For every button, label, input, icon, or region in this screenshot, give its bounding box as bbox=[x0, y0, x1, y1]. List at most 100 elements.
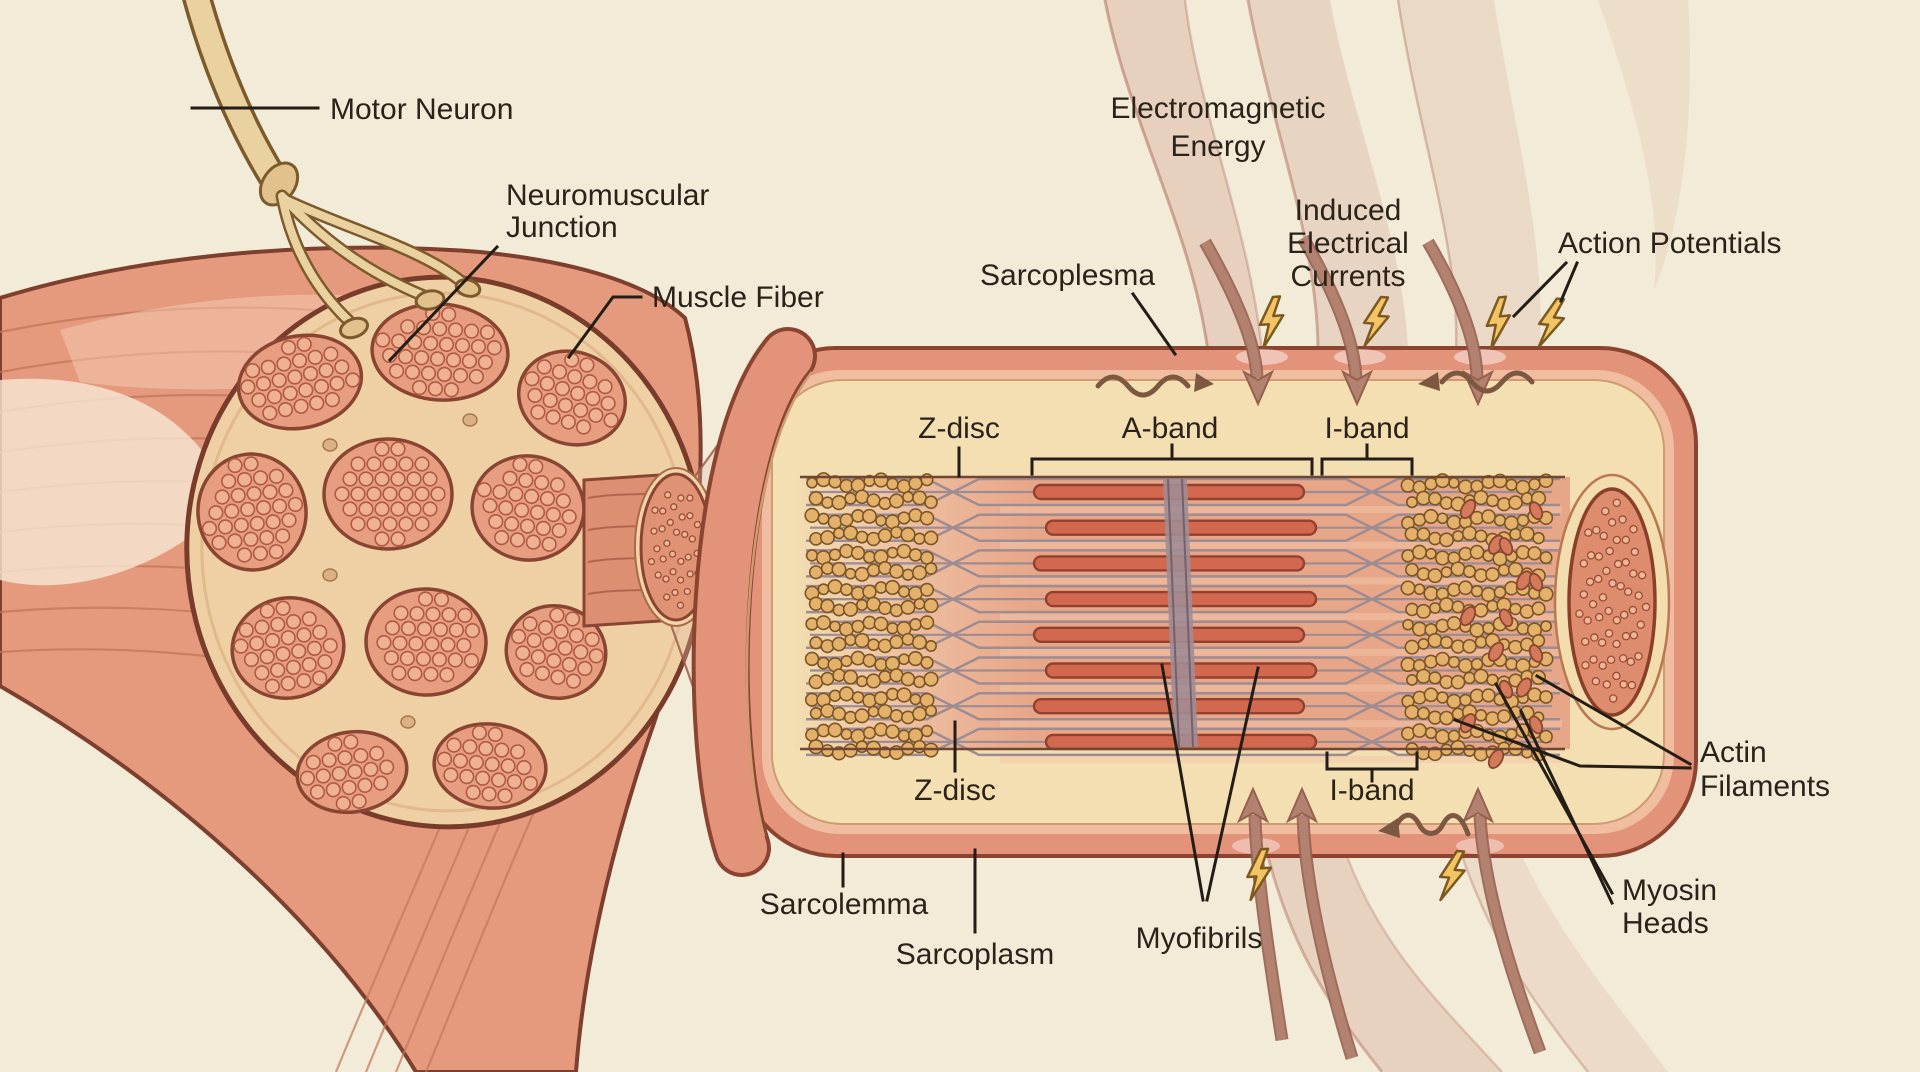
bead-chain-bead bbox=[911, 634, 928, 650]
muscle-fiber-dot bbox=[227, 457, 243, 474]
bead-chain-bead bbox=[1486, 599, 1499, 613]
muscle-fiber-dot bbox=[313, 379, 330, 395]
muscle-fiber-dot bbox=[264, 632, 281, 649]
muscle-fiber-dot bbox=[358, 471, 374, 487]
cap-dot bbox=[677, 557, 685, 566]
bead-chain-bead bbox=[1440, 566, 1453, 578]
bead-chain-bead bbox=[900, 526, 916, 543]
cap-dot bbox=[1606, 655, 1616, 664]
cap-dot bbox=[686, 512, 694, 520]
cap-dot bbox=[1607, 518, 1617, 527]
muscle-fiber-dot bbox=[534, 665, 551, 681]
bead-chain-bead bbox=[843, 710, 858, 725]
m-line bbox=[1181, 478, 1194, 748]
i-band-bottom-bracket bbox=[1325, 751, 1419, 783]
muscle-fiber-dot bbox=[268, 468, 284, 484]
muscle-fiber-dot bbox=[414, 486, 430, 502]
muscle-fiber-dot bbox=[293, 398, 309, 414]
muscle-fiber-dot bbox=[327, 736, 343, 752]
energy-stream bbox=[1268, 856, 1502, 1072]
bead-chain-bead bbox=[920, 656, 934, 670]
myosin-heads-pointer-line bbox=[1493, 681, 1615, 896]
muscle-fiber-dot bbox=[301, 656, 317, 673]
muscle-fiber-dot bbox=[438, 336, 455, 353]
bead-chain-bead bbox=[844, 633, 857, 647]
muscle-fiber-dot bbox=[468, 368, 484, 385]
muscle-fiber-dot bbox=[342, 471, 358, 487]
nerve-branch bbox=[282, 196, 466, 286]
muscle-fiber-dot bbox=[408, 636, 424, 652]
cap-dot bbox=[1602, 680, 1612, 689]
muscle-fiber-dot bbox=[262, 405, 278, 421]
muscle-fiber-dot bbox=[374, 471, 390, 487]
myosin-head-droplets bbox=[1459, 498, 1544, 769]
bead-chain-bead bbox=[1446, 582, 1462, 597]
up-arrow bbox=[1250, 814, 1287, 1041]
muscle-fiber-dot bbox=[285, 614, 302, 630]
muscle-fiber-dot bbox=[427, 381, 444, 397]
muscle-fiber-dot bbox=[510, 744, 526, 760]
myosin-head-droplet bbox=[1459, 498, 1477, 520]
muscle-fiber-dot bbox=[397, 349, 414, 365]
bead-chain-bead bbox=[856, 675, 868, 688]
muscle-fiber-dot bbox=[379, 759, 395, 775]
down-arrow bbox=[1299, 235, 1361, 381]
bead-chain-bead bbox=[877, 528, 893, 543]
bead-chain-bead bbox=[844, 492, 857, 505]
bead-chain-bead bbox=[1509, 602, 1522, 616]
muscle-fiber-dot bbox=[238, 622, 254, 638]
wavy-arrowhead bbox=[1194, 373, 1214, 392]
bead-chain-bead bbox=[902, 491, 914, 503]
cap-dot bbox=[1627, 680, 1637, 690]
cap-dot bbox=[1584, 528, 1593, 537]
muscle-fiber-dot bbox=[422, 501, 438, 517]
bead-chain-bead bbox=[805, 549, 819, 562]
cap-dot bbox=[663, 539, 671, 548]
muscle-fiber-dot bbox=[476, 482, 492, 498]
muscle-fiber-dot bbox=[208, 505, 224, 521]
cap-dot bbox=[668, 550, 677, 558]
muscle-fiber-dot bbox=[529, 504, 546, 520]
bead-chain-bead bbox=[1462, 638, 1477, 654]
fiber-endcap-dots bbox=[1575, 498, 1651, 703]
cap-dot bbox=[1594, 552, 1604, 561]
synaptic-bouton bbox=[338, 316, 370, 340]
muscle-fiber-dot bbox=[498, 500, 514, 516]
muscle-fiber-dot bbox=[461, 353, 478, 369]
muscle-fiber-dot bbox=[535, 520, 551, 536]
bead-chain-bead bbox=[919, 615, 935, 630]
muscle-fiber-dot bbox=[287, 369, 303, 385]
cap-dot bbox=[1583, 616, 1592, 625]
muscle-fiber-dot bbox=[306, 640, 323, 657]
bead-chain-bead bbox=[1531, 601, 1546, 616]
muscle-fiber-dot bbox=[252, 545, 268, 561]
muscle-fiber-dot bbox=[463, 323, 480, 339]
muscle-fiber-dot bbox=[448, 622, 465, 638]
bead-chain-bead bbox=[1446, 693, 1462, 709]
muscle-fiber-dot bbox=[492, 484, 508, 500]
energy-stream-edge bbox=[1103, 0, 1210, 353]
muscle-fiber-dot bbox=[447, 322, 464, 338]
muscle-fiber-dot bbox=[525, 534, 541, 550]
bead-chain-bead bbox=[862, 726, 877, 740]
bead-chain-bead bbox=[1428, 671, 1442, 685]
muscle-fiber-dot bbox=[321, 752, 337, 768]
membrane-flare bbox=[1236, 349, 1288, 365]
bead-chain-bead bbox=[1496, 709, 1512, 724]
bead-chain-bead bbox=[843, 669, 858, 685]
muscle-fiber-dot bbox=[470, 339, 487, 355]
lightning-bolt-icon bbox=[1362, 295, 1390, 348]
muscle-fiber-dot bbox=[350, 486, 366, 502]
muscle-fiber-dot bbox=[527, 387, 543, 404]
muscle-fiber-dot bbox=[390, 471, 406, 487]
bead-chain-bead bbox=[1474, 529, 1488, 543]
down-arrow bbox=[1424, 239, 1482, 381]
muscle-fiber-dot bbox=[524, 371, 540, 387]
bead-chain-bead bbox=[809, 707, 823, 720]
bead-chain-bead bbox=[889, 634, 904, 650]
muscle-fiber-dot bbox=[383, 650, 400, 666]
bead-chain-bead bbox=[867, 705, 880, 718]
muscle-fiber-dot bbox=[550, 669, 566, 685]
cap-dot bbox=[659, 555, 667, 563]
